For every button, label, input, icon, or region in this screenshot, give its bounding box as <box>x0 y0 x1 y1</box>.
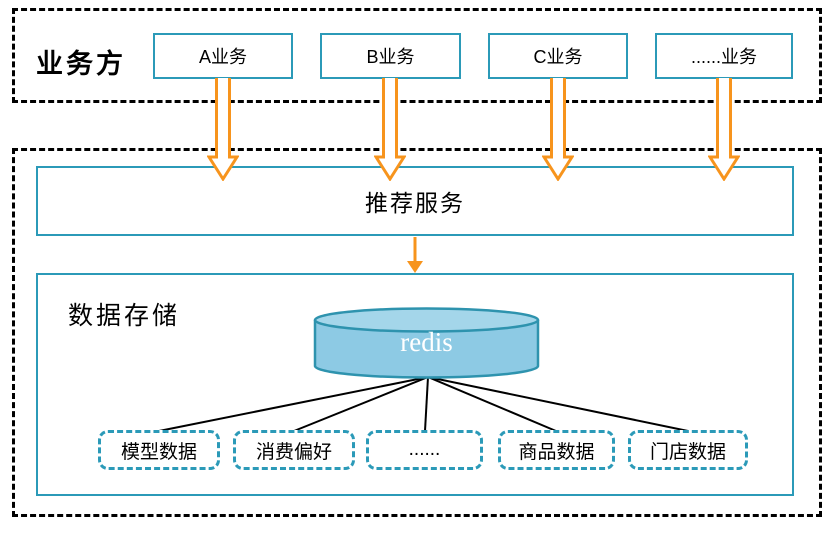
small-down-arrow-icon <box>407 237 423 273</box>
down-arrow-icon <box>207 78 239 181</box>
business-box-a: A业务 <box>153 33 293 79</box>
service-box: 推荐服务 <box>36 166 794 236</box>
data-node-etc: ...... <box>366 430 483 470</box>
business-section-frame <box>12 8 822 103</box>
data-node-model: 模型数据 <box>98 430 220 470</box>
down-arrow-icon <box>374 78 406 181</box>
business-section-label: 业务方 <box>36 49 126 79</box>
business-box-etc: ......业务 <box>655 33 793 79</box>
data-node-consumer-preference: 消费偏好 <box>233 430 355 470</box>
down-arrow-icon <box>542 78 574 181</box>
storage-section-label: 数据存储 <box>68 302 181 330</box>
business-box-c: C业务 <box>488 33 628 79</box>
data-node-product: 商品数据 <box>498 430 615 470</box>
down-arrow-icon <box>708 78 740 181</box>
business-box-b: B业务 <box>320 33 461 79</box>
storage-container <box>36 273 794 496</box>
redis-label: redis <box>400 327 453 357</box>
redis-cylinder-icon <box>313 307 540 379</box>
platform-section-frame <box>12 148 822 517</box>
data-node-store: 门店数据 <box>628 430 748 470</box>
